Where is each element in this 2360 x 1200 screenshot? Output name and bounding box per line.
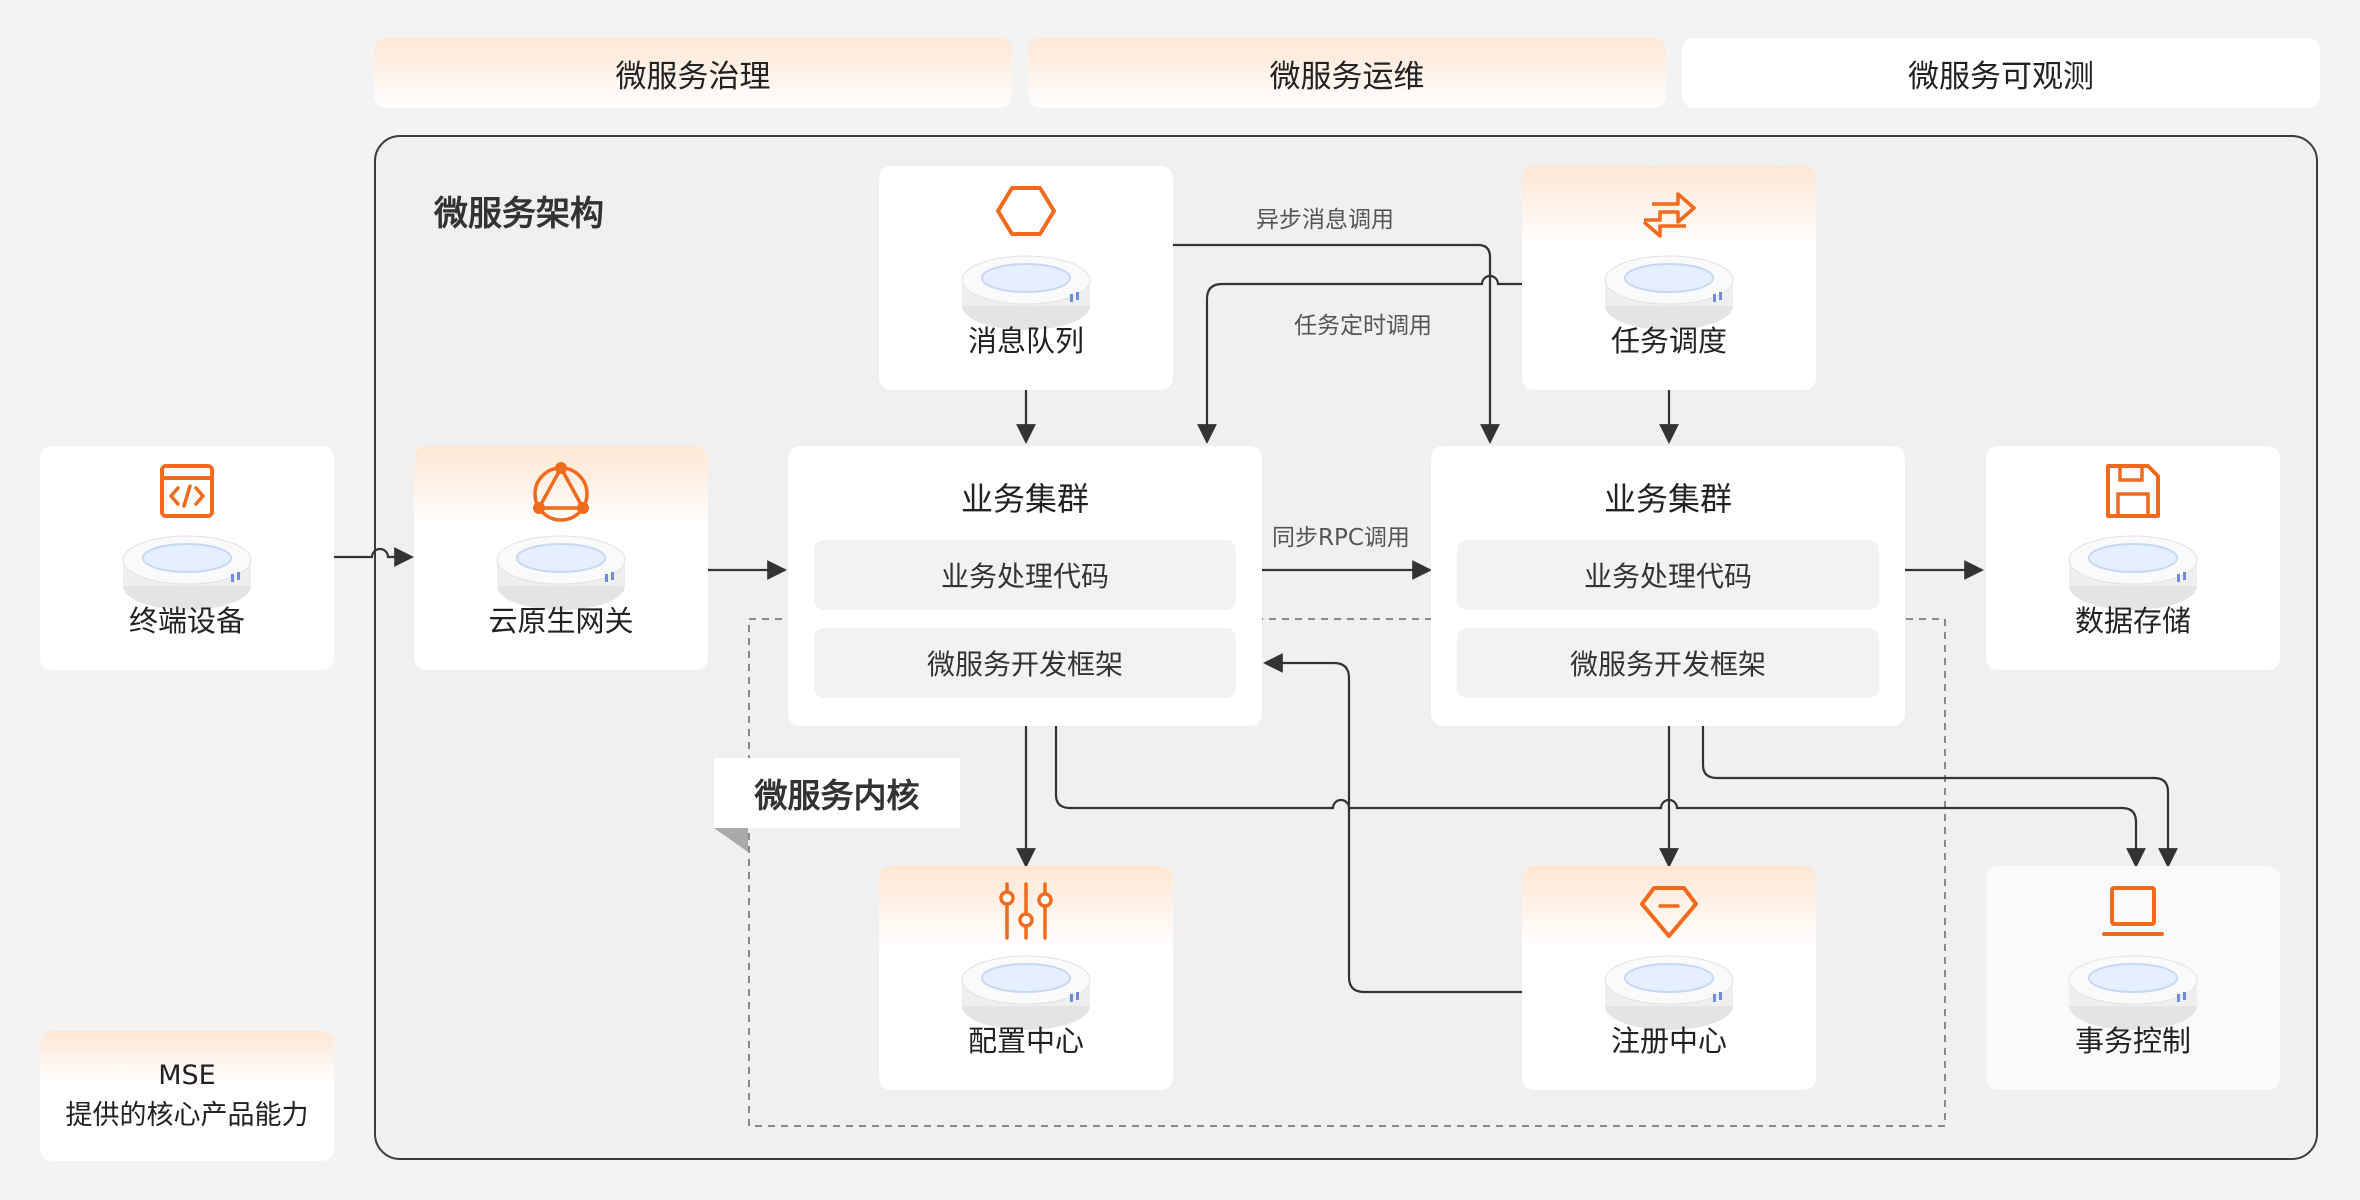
node-label: 数据存储 bbox=[2074, 604, 2191, 638]
sliders-icon bbox=[999, 882, 1053, 940]
edge-label-async-message: 异步消息调用 bbox=[1256, 207, 1394, 233]
pedestal bbox=[1604, 955, 1734, 1030]
tab-label: 微服务治理 bbox=[615, 58, 771, 95]
node-label: 注册中心 bbox=[1610, 1024, 1727, 1058]
node-label: 事务控制 bbox=[2074, 1024, 2191, 1058]
node-label: 终端设备 bbox=[128, 604, 245, 638]
node-label: 云原生网关 bbox=[488, 604, 634, 638]
edge-label-scheduled-task: 任务定时调用 bbox=[1294, 313, 1432, 339]
node-registry-center[interactable]: 注册中心 bbox=[1522, 866, 1816, 1090]
dev-framework-row[interactable]: 微服务开发框架 bbox=[1457, 628, 1879, 698]
node-task-scheduling[interactable]: 任务调度 bbox=[1522, 166, 1816, 390]
floppy-disk-icon bbox=[2106, 464, 2160, 518]
pedestal bbox=[2068, 955, 2198, 1030]
tab-microservice-governance[interactable]: 微服务治理 bbox=[374, 38, 1012, 108]
business-cluster-1[interactable]: 业务集群 业务处理代码 微服务开发框架 bbox=[788, 446, 1262, 726]
pedestal bbox=[122, 535, 252, 610]
mse-legend-line-2: 提供的核心产品能力 bbox=[65, 1100, 309, 1131]
pedestal bbox=[961, 955, 1091, 1030]
node-cloud-native-gateway[interactable]: 云原生网关 bbox=[414, 446, 708, 670]
node-label: 任务调度 bbox=[1610, 324, 1727, 358]
dev-framework-row[interactable]: 微服务开发框架 bbox=[814, 628, 1236, 698]
diamond-gem-icon bbox=[1640, 886, 1698, 938]
tab-label: 微服务运维 bbox=[1269, 58, 1425, 95]
node-data-storage[interactable]: 数据存储 bbox=[1986, 446, 2280, 670]
cluster-title: 业务集群 bbox=[960, 480, 1089, 518]
cluster-title: 业务集群 bbox=[1603, 480, 1732, 518]
pedestal bbox=[1604, 255, 1734, 330]
kernel-tag: 微服务内核 bbox=[714, 758, 960, 828]
laptop-icon bbox=[2102, 886, 2164, 936]
node-label: 配置中心 bbox=[967, 1024, 1084, 1058]
node-label: 消息队列 bbox=[967, 324, 1084, 358]
business-code-row[interactable]: 业务处理代码 bbox=[814, 540, 1236, 610]
hexagon-icon bbox=[996, 186, 1056, 236]
swap-arrows-icon bbox=[1642, 192, 1696, 238]
edge-label-sync-rpc: 同步RPC调用 bbox=[1272, 525, 1410, 551]
node-message-queue[interactable]: 消息队列 bbox=[879, 166, 1173, 390]
network-triangle-icon bbox=[533, 462, 589, 522]
tab-microservice-observability[interactable]: 微服务可观测 bbox=[1682, 38, 2320, 108]
mse-legend: MSE 提供的核心产品能力 bbox=[40, 1031, 334, 1161]
pedestal bbox=[961, 255, 1091, 330]
business-code-row[interactable]: 业务处理代码 bbox=[1457, 540, 1879, 610]
pedestal bbox=[2068, 535, 2198, 610]
node-transaction-control[interactable]: 事务控制 bbox=[1986, 866, 2280, 1090]
mse-legend-line-1: MSE bbox=[158, 1060, 216, 1091]
architecture-title: 微服务架构 bbox=[434, 194, 604, 234]
node-config-center[interactable]: 配置中心 bbox=[879, 866, 1173, 1090]
business-cluster-2[interactable]: 业务集群 业务处理代码 微服务开发框架 bbox=[1431, 446, 1905, 726]
pedestal bbox=[496, 535, 626, 610]
tab-label: 微服务可观测 bbox=[1908, 58, 2094, 95]
node-terminal-device[interactable]: 终端设备 bbox=[40, 446, 334, 670]
tab-microservice-operations[interactable]: 微服务运维 bbox=[1028, 38, 1666, 108]
code-window-icon bbox=[160, 464, 214, 518]
